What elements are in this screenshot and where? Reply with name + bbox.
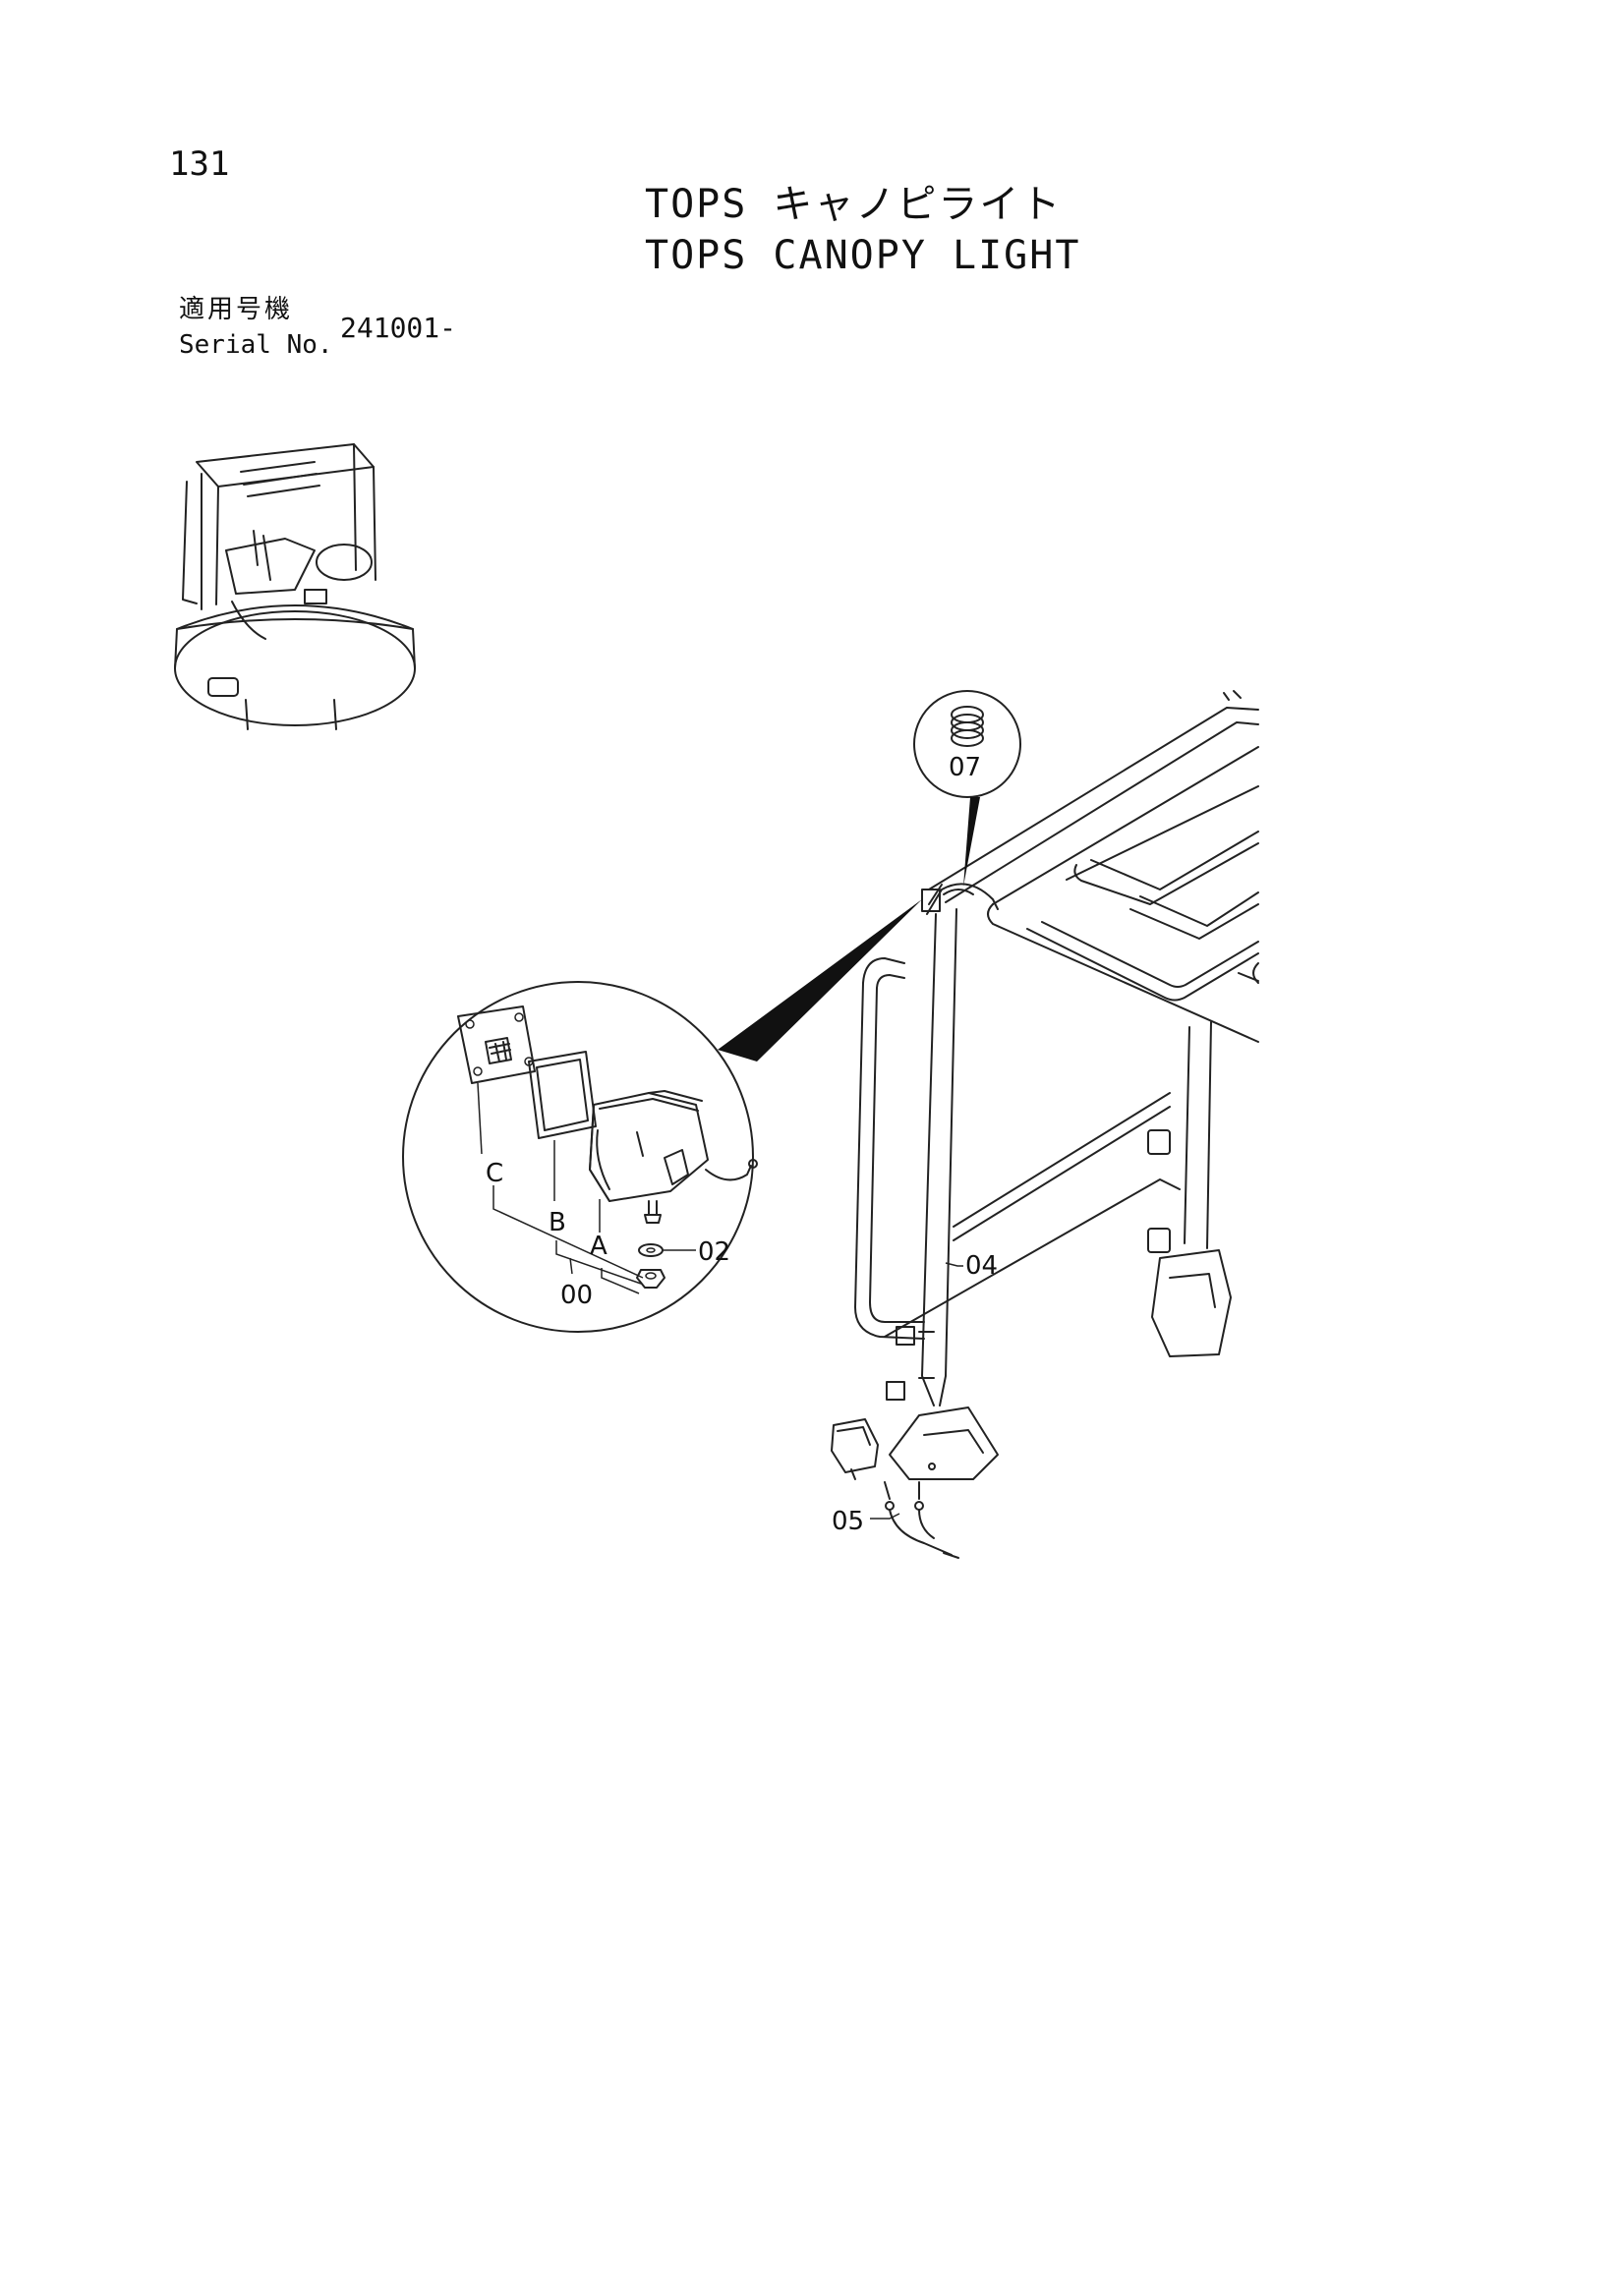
page-number: 131 xyxy=(169,144,230,184)
callout-B: B xyxy=(549,1208,566,1237)
machine-overview-icon xyxy=(174,443,416,730)
cover-plate-icon xyxy=(457,1005,536,1084)
canopy-frame-icon xyxy=(854,690,1259,1480)
page-title-japanese: TOPS キャノピライト xyxy=(645,182,1063,227)
callout-04: 04 xyxy=(965,1251,998,1281)
callout-07: 07 xyxy=(949,753,981,782)
callout-C: C xyxy=(486,1159,503,1188)
serial-number-value: 241001- xyxy=(340,312,457,344)
gasket-icon xyxy=(528,1051,597,1139)
callout-A: A xyxy=(590,1232,608,1261)
callout-05: 05 xyxy=(832,1507,864,1536)
page-title-english: TOPS CANOPY LIGHT xyxy=(645,233,1081,278)
spring-washer-icon xyxy=(913,690,1021,887)
lamp-assembly-detail xyxy=(402,899,922,1333)
nut-icon xyxy=(636,1269,665,1289)
serial-label-english: Serial No. xyxy=(179,330,333,360)
serial-label-japanese: 適用号機 xyxy=(179,295,294,324)
callout-02: 02 xyxy=(698,1237,730,1267)
callout-00: 00 xyxy=(560,1281,593,1310)
washer-icon xyxy=(638,1243,664,1257)
work-light-icon xyxy=(831,1418,959,1559)
